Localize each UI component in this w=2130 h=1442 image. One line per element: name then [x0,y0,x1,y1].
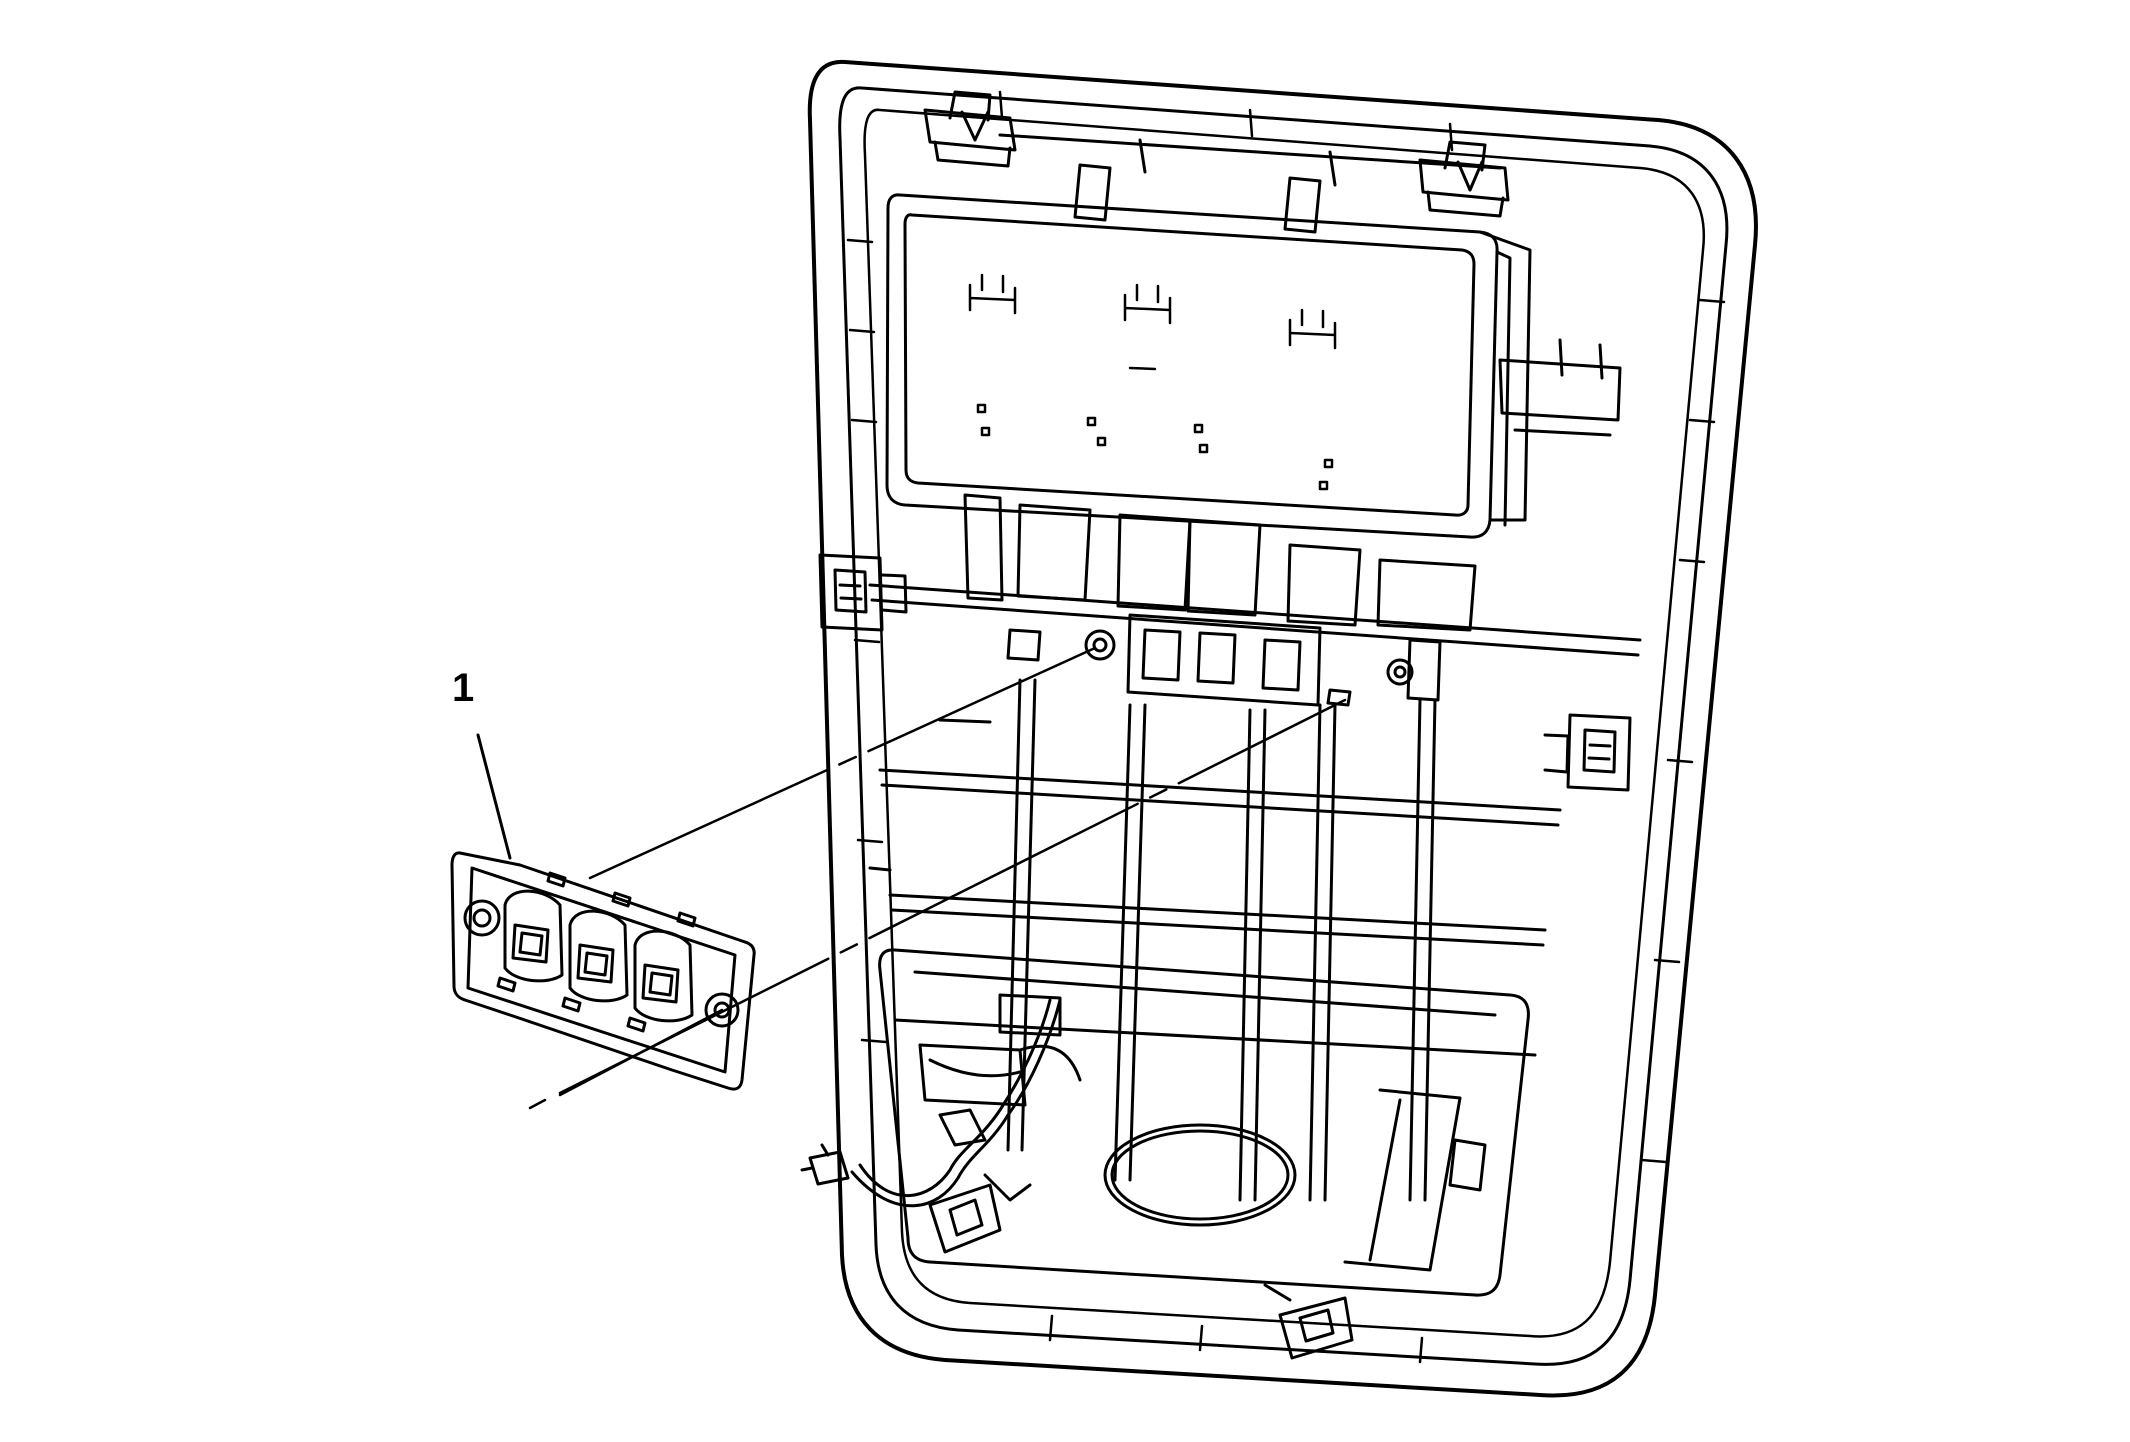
panel-ledge [863,108,1706,1338]
wiring-harness [800,993,1082,1208]
lens-markings [968,273,1337,491]
bezel-mount-right [704,992,740,1028]
switch-mount-frame [963,493,1477,707]
lamp-housing [885,133,1622,539]
panel-inner-rim [838,86,1729,1366]
bezel-mount-left [463,899,501,937]
alignment-line-upper [588,646,1097,880]
callout-label-1: 1 [452,666,475,710]
callout-leader-1 [476,733,512,860]
harness-connector [808,1150,850,1186]
console-trim-panel [807,59,1758,1398]
side-clip-right [1543,713,1632,792]
panel-outer-rim [807,59,1758,1398]
side-clip-left [818,553,908,632]
alignment-line-extension [528,1008,724,1110]
top-clip-left [923,90,1017,168]
switch-bezel-outer [450,851,756,1091]
bottom-clip-right [1263,1283,1354,1360]
bottom-clip-left [928,1173,1032,1254]
lower-tray-oval [1103,1123,1297,1227]
lamp-lens-face [903,213,1476,517]
lower-tray [878,948,1530,1297]
switch-bezel-face [466,866,737,1074]
switch-bezel [450,851,756,1091]
panel-grid-ribs [868,583,1642,1202]
bezel-switch-window-2 [568,909,629,1003]
lamp-housing-outer [885,193,1499,539]
bezel-switch-window-1 [503,889,564,983]
alignment-lines [528,646,1347,1110]
bezel-switch-window-3 [633,929,694,1023]
rim-ribs [846,90,1726,1364]
